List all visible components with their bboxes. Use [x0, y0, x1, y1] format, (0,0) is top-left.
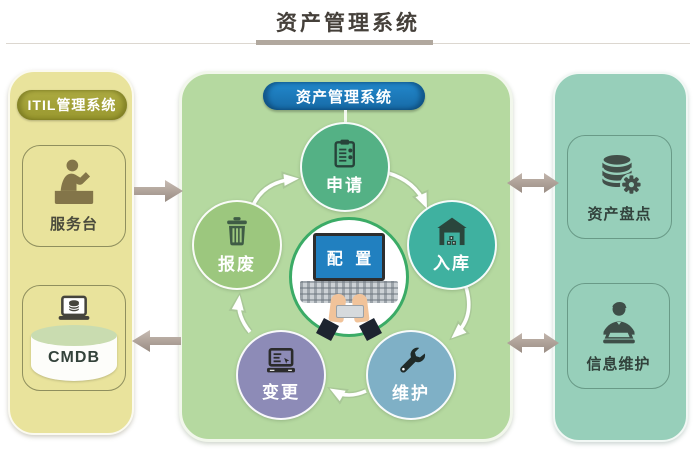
- node-scrap-label: 报废: [218, 255, 256, 274]
- asset-inventory-card: 资产盘点: [567, 135, 672, 239]
- node-apply-label: 申请: [326, 176, 364, 195]
- config-laptop-keyboard: [300, 281, 398, 303]
- title-underline-thick: [256, 40, 433, 45]
- info-maintenance-card: 信息维护: [567, 283, 670, 389]
- service-desk-label: 服务台: [49, 216, 98, 233]
- arrow-center-right-top-bidirectional: [507, 173, 559, 193]
- itil-badge: ITIL管理系统: [17, 90, 127, 120]
- config-hub: 配 置: [289, 217, 409, 341]
- laptop-database-icon: [58, 295, 90, 320]
- config-laptop-screen: 配 置: [313, 233, 385, 281]
- cmdb-card: CMDB: [22, 285, 126, 391]
- person-laptop-icon: [602, 302, 635, 344]
- cmdb-art: CMDB: [30, 293, 118, 385]
- clipboard-icon: [334, 139, 356, 168]
- right-panel: 资产盘点 信息维护: [553, 72, 688, 442]
- node-maintain-label: 维护: [392, 384, 430, 403]
- asset-system-badge: 资产管理系统: [263, 82, 425, 110]
- itil-panel: ITIL管理系统 服务台: [8, 70, 134, 435]
- config-touchpad: [336, 305, 364, 318]
- page-title: 资产管理系统: [276, 12, 420, 35]
- arrow-center-right-bottom-bidirectional: [507, 333, 559, 353]
- node-apply: 申请: [300, 122, 390, 212]
- warehouse-icon: [437, 217, 467, 246]
- laptop-edit-icon: [267, 348, 295, 373]
- cmdb-label: CMDB: [48, 349, 100, 366]
- node-scrap: 报废: [192, 200, 282, 290]
- arrow-center-to-left: [132, 330, 181, 352]
- node-storage-label: 入库: [433, 254, 471, 273]
- service-desk-card: 服务台: [22, 145, 126, 247]
- asset-system-panel: 资产管理系统: [179, 71, 513, 442]
- wrench-icon: [400, 347, 426, 373]
- node-change: 变更: [236, 330, 326, 420]
- database-gear-icon: [600, 152, 643, 196]
- node-storage: 入库: [407, 200, 497, 290]
- node-maintain: 维护: [366, 330, 456, 420]
- info-maintenance-label: 信息维护: [586, 356, 651, 373]
- config-label: 配 置: [326, 251, 376, 268]
- cmdb-cylinder: CMDB: [31, 325, 117, 381]
- arrow-left-to-center: [134, 180, 183, 202]
- badge-stem: [344, 110, 347, 124]
- asset-inventory-label: 资产盘点: [587, 206, 652, 223]
- service-desk-icon: [54, 159, 94, 205]
- trash-icon: [227, 217, 247, 246]
- node-change-label: 变更: [262, 383, 300, 402]
